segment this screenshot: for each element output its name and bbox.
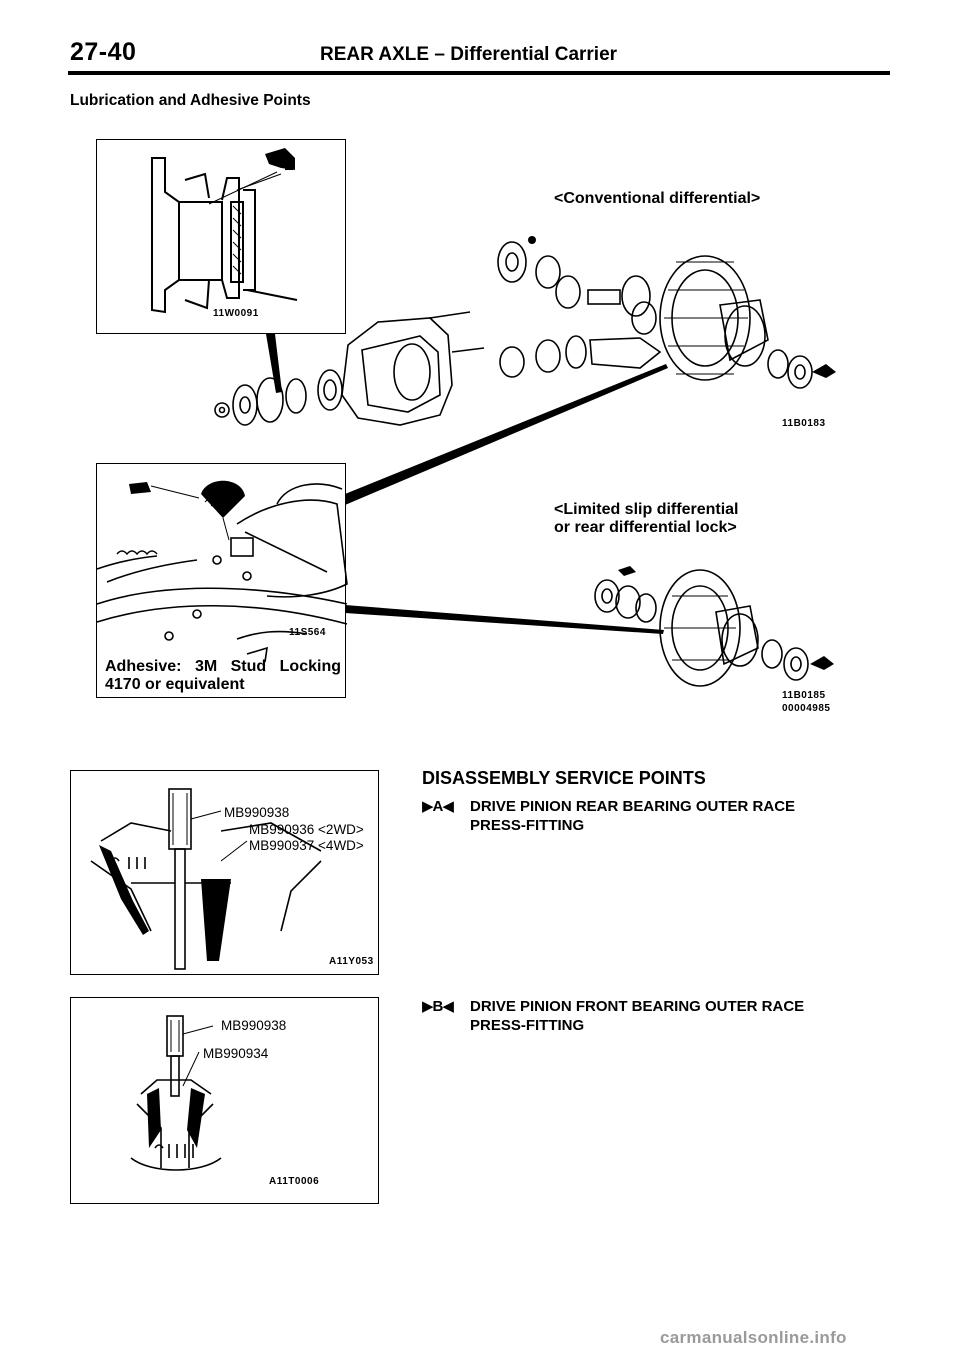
service-item-b-line2: PRESS-FITTING — [470, 1017, 585, 1034]
service-mark-a: ▶A◀ — [422, 798, 454, 815]
service-item-a-line2: PRESS-FITTING — [470, 817, 585, 834]
adhesive-spec-line1: Adhesive: 3M Stud Locking — [105, 658, 341, 675]
service-mark-b: ▶B◀ — [422, 998, 454, 1015]
section-title: Lubrication and Adhesive Points — [70, 92, 311, 109]
figure-code-limited-slip: 11B0185 — [782, 690, 826, 701]
front-bearing-figure: MB990938 MB990934 A11T0006 — [70, 997, 379, 1204]
pinion-seal-detail-figure: 11W0091 — [96, 139, 346, 334]
watermark: carmanualsonline.info — [660, 1328, 847, 1347]
adhesive-detail-figure: 11S564 Adhesive: 3M Stud Locking 4170 or… — [96, 463, 348, 698]
adhesive-spec-line2: 4170 or equivalent — [105, 676, 245, 693]
service-item-b-line1: DRIVE PINION FRONT BEARING OUTER RACE — [470, 998, 805, 1015]
page-title: REAR AXLE – Differential Carrier — [320, 44, 618, 65]
figure-code-adhesive: 11S564 — [289, 627, 326, 638]
tool-b-2: MB990934 — [203, 1046, 269, 1061]
figure-code-front-bearing: A11T0006 — [269, 1176, 320, 1187]
label-conventional: <Conventional differential> — [554, 190, 761, 207]
figure-code-limited-slip-sub: 00004985 — [782, 703, 831, 714]
rear-bearing-figure: MB990938 MB990936 <2WD> MB990937 <4WD> A… — [70, 770, 379, 975]
label-limited-slip-line1: <Limited slip differential — [554, 501, 739, 518]
page-number: 27-40 — [70, 38, 137, 66]
pinion-seal-drawing — [151, 148, 298, 314]
service-item-a: ▶A◀ DRIVE PINION REAR BEARING OUTER RACE… — [422, 797, 892, 837]
tool-b-1: MB990938 — [221, 1018, 287, 1033]
tool-a-2: MB990936 <2WD> — [249, 822, 364, 837]
header-rule — [68, 71, 890, 75]
rear-bearing-drawing — [90, 788, 322, 970]
figure-code-pinion: 11W0091 — [213, 308, 259, 319]
service-item-a-line1: DRIVE PINION REAR BEARING OUTER RACE — [470, 798, 796, 815]
label-limited-slip-line2: or rear differential lock> — [554, 519, 737, 536]
service-heading: DISASSEMBLY SERVICE POINTS — [422, 768, 706, 788]
front-bearing-drawing — [130, 1015, 222, 1171]
service-item-b: ▶B◀ DRIVE PINION FRONT BEARING OUTER RAC… — [422, 997, 892, 1037]
adhesive-drawing — [96, 480, 348, 663]
figure-code-conventional: 11B0183 — [782, 418, 826, 429]
figure-code-rear-bearing: A11Y053 — [329, 956, 374, 967]
tool-a-1: MB990938 — [224, 805, 290, 820]
tool-a-3: MB990937 <4WD> — [249, 838, 364, 853]
